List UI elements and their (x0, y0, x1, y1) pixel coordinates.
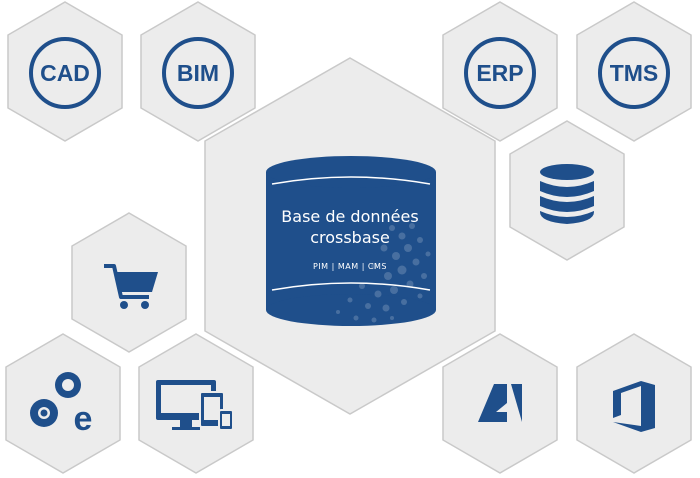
office-tile (576, 333, 692, 474)
bim-label: BIM (177, 60, 219, 86)
tms-tile: TMS (576, 1, 692, 142)
database-title: Base de données (281, 207, 418, 226)
devices-icon (156, 380, 234, 431)
office-icon (613, 381, 655, 432)
cad-badge (29, 37, 101, 109)
svg-text:e: e (74, 400, 93, 438)
tms-badge (598, 37, 670, 109)
browsers-tile: e (5, 333, 121, 474)
tms-label: TMS (610, 60, 659, 86)
bim-badge (162, 37, 234, 109)
database-stack-icon (540, 164, 594, 224)
devices-tile (138, 333, 254, 474)
database-subtitle: PIM | MAM | CMS (313, 262, 387, 271)
browsers-icon: e (30, 372, 92, 438)
erp-badge (464, 37, 536, 109)
database-cylinder: Base de données crossbase PIM | MAM | CM… (266, 156, 436, 326)
cad-label: CAD (40, 60, 90, 86)
database-name: crossbase (310, 228, 390, 247)
adobe-icon (478, 384, 522, 422)
adobe-tile (442, 333, 558, 474)
shopping-cart-icon (104, 264, 158, 309)
dot-pattern (336, 223, 431, 323)
database-tile (509, 120, 625, 261)
bim-tile: BIM (140, 1, 256, 142)
cad-tile: CAD (7, 1, 123, 142)
erp-tile: ERP (442, 1, 558, 142)
erp-label: ERP (476, 60, 523, 86)
shop-tile (71, 212, 187, 353)
